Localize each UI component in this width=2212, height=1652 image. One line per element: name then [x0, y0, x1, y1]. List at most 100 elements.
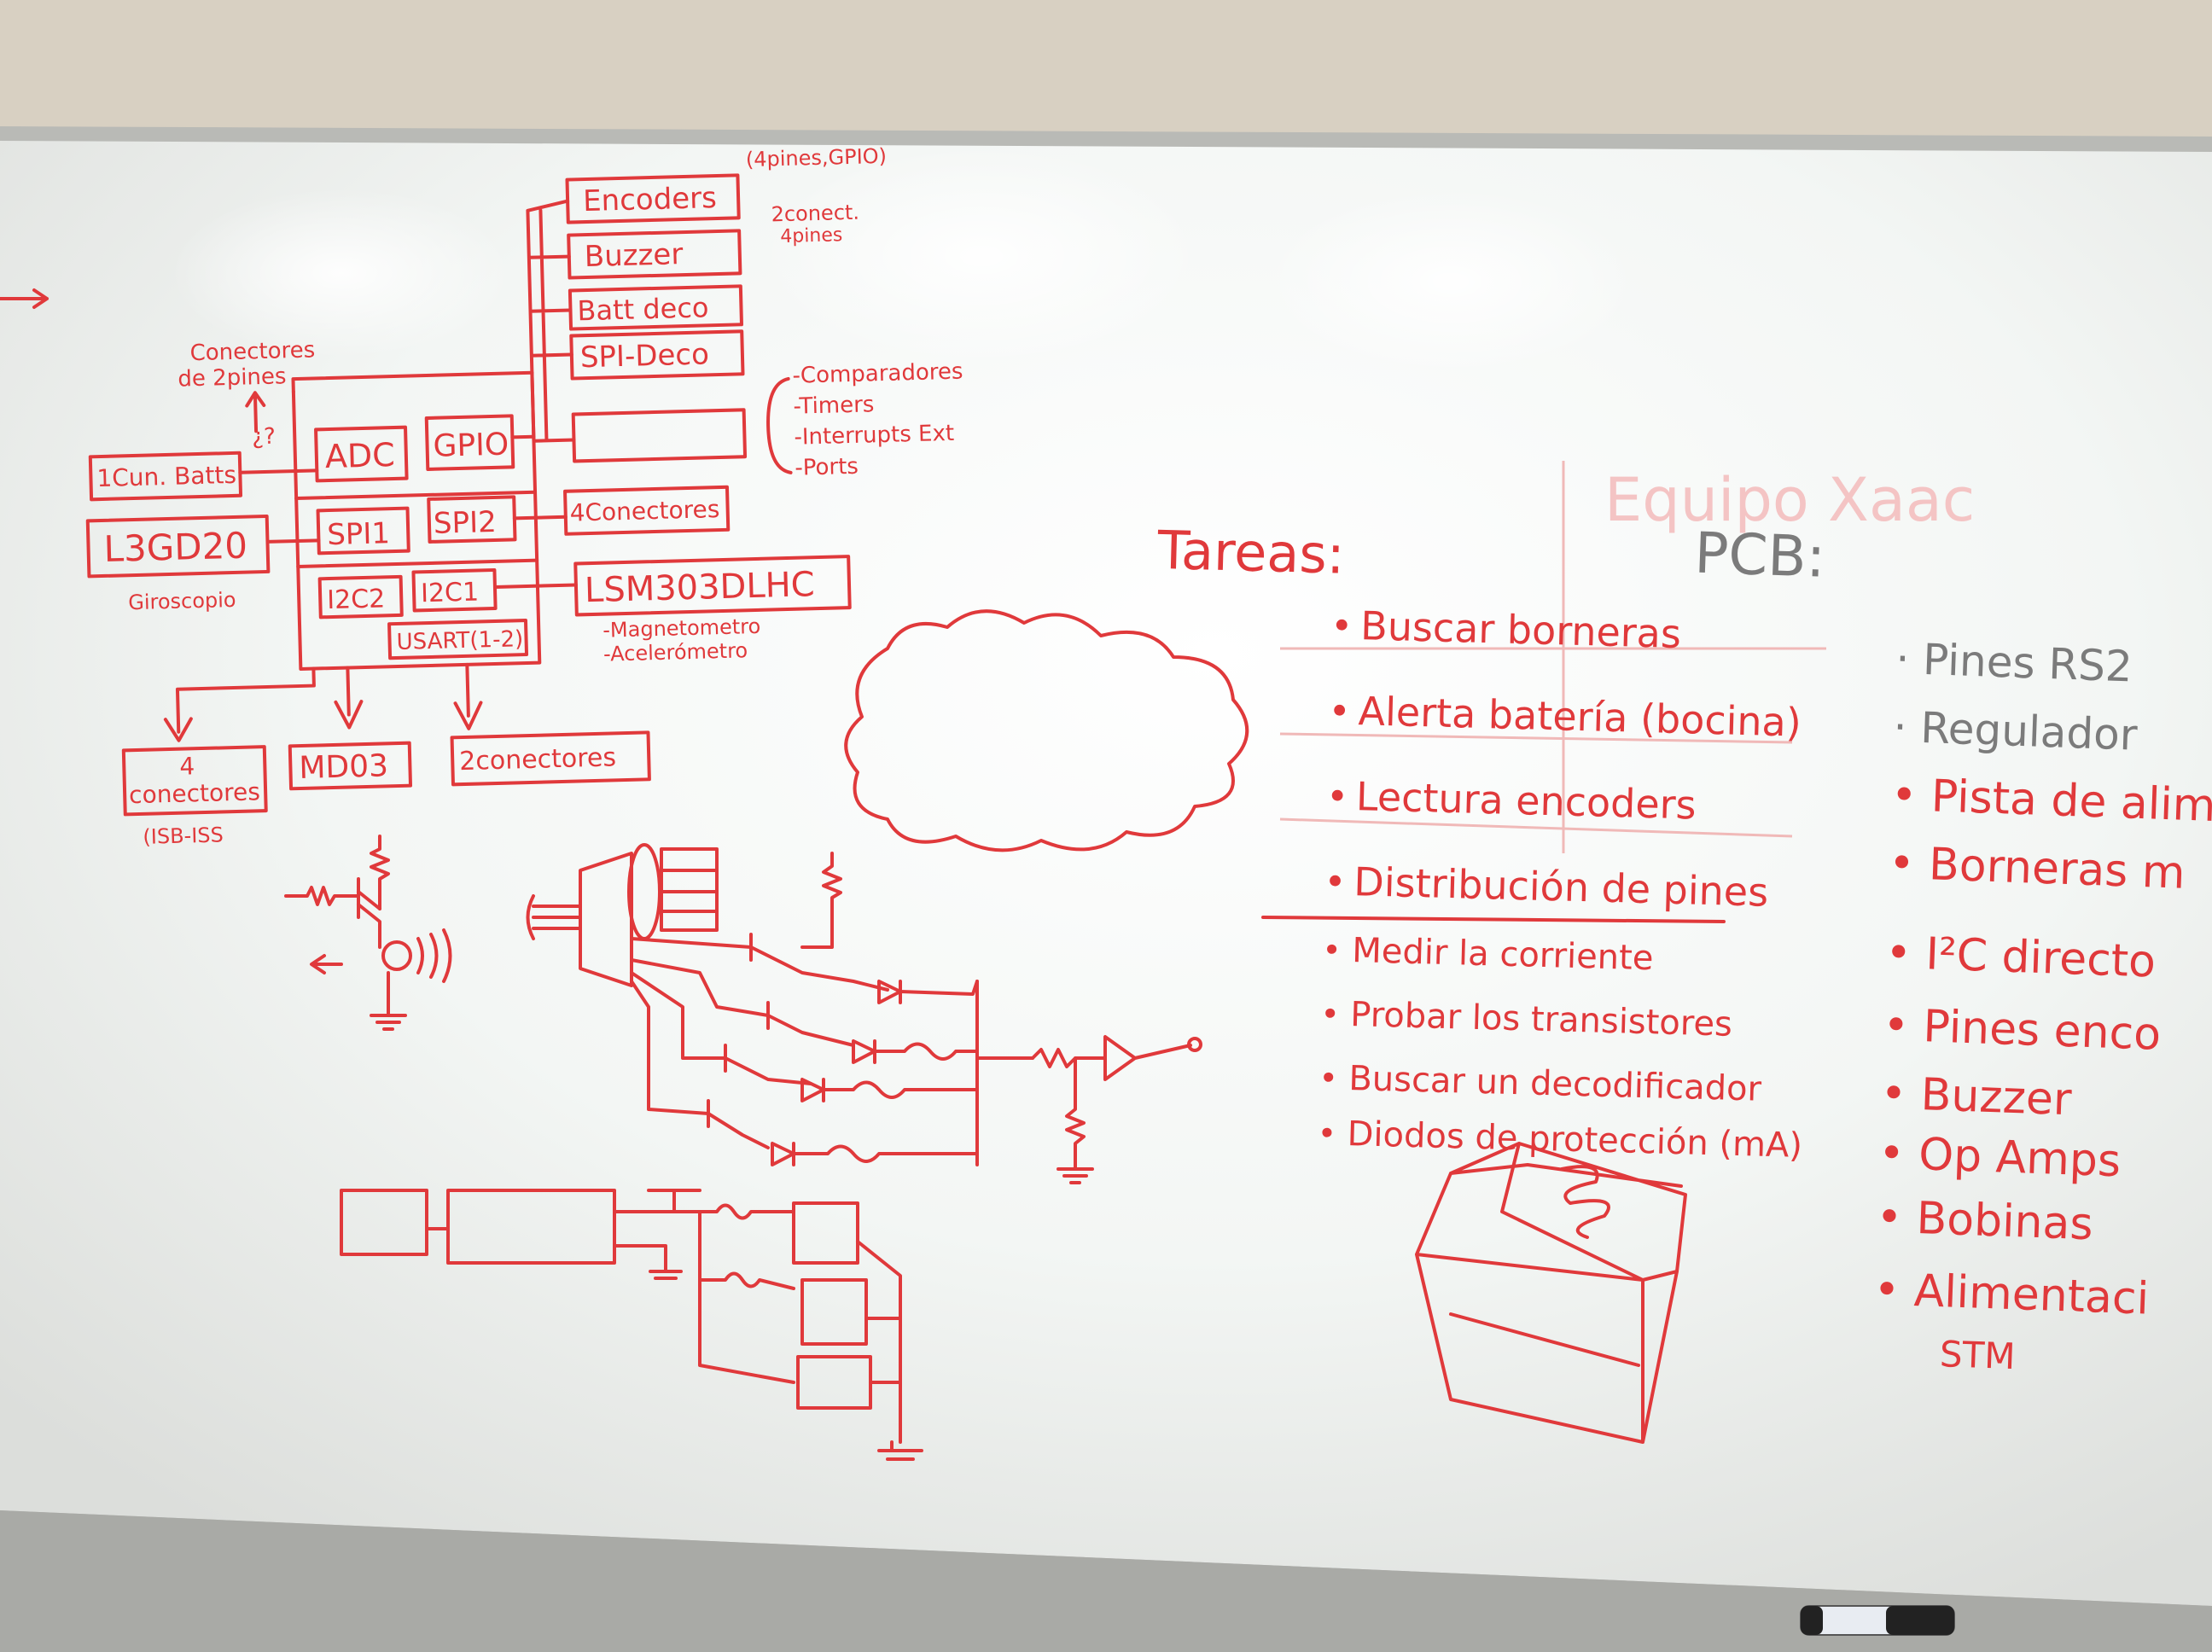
speaker-icon	[381, 940, 412, 971]
conectores-note: de 2pines	[178, 364, 287, 392]
spideco-label: SPI-Deco	[579, 337, 709, 375]
l3gd20-box	[85, 514, 271, 579]
pcb-item: • Alimentaci	[1873, 1264, 2150, 1324]
tarea-item: Lectura encoders	[1355, 773, 1697, 828]
cam1-box	[792, 1201, 859, 1265]
box-4conectores	[121, 745, 268, 817]
glare	[760, 145, 1203, 367]
link	[510, 434, 536, 439]
peripheral-label: -Interrupts Ext	[794, 421, 954, 451]
ground-icon	[1057, 1167, 1094, 1184]
spi2-label: SPI2	[433, 505, 497, 541]
supply-rail	[613, 1189, 795, 1384]
gpio-label: GPIO	[433, 427, 509, 463]
tarea-bullet: •	[1325, 775, 1348, 819]
ghost-stroke	[1279, 817, 1793, 838]
encoders-note: (4pines,GPIO)	[746, 144, 888, 172]
lsm-label: LSM303DLHC	[584, 565, 815, 610]
cloud-shape	[844, 609, 1249, 852]
ghost-title: Equipo Xaac	[1604, 465, 1975, 535]
glare	[1263, 188, 1639, 375]
tarea-item: Distribución de pines	[1353, 858, 1769, 916]
arrow	[310, 954, 343, 974]
acelerometro-label: -Acelerómetro	[603, 638, 748, 666]
arrow-down	[334, 666, 364, 730]
resistor	[370, 835, 390, 910]
block-diagram: Encoders (4pines,GPIO) 2conect. 4pines B…	[85, 144, 963, 849]
bus-line	[294, 490, 539, 569]
dos-conectores-box	[450, 730, 651, 787]
decoder-shape	[579, 852, 633, 987]
adc-label: ADC	[324, 436, 395, 475]
encoders-note: 4pines	[780, 224, 843, 247]
resistor	[1031, 1048, 1107, 1171]
encoders-note: 2conect.	[771, 201, 859, 227]
box-4conectores-note: (ISB-ISS	[143, 823, 224, 848]
ghost-stroke	[1279, 732, 1793, 744]
box-4conectores-label: conectores	[129, 777, 261, 809]
pcb-item: • Op Amps	[1877, 1127, 2122, 1187]
adc-box	[314, 425, 409, 483]
spi-table-lines	[660, 869, 719, 913]
batt-box	[340, 1189, 428, 1256]
box-4conectores-label: 4	[179, 752, 195, 780]
buffer-icon	[1103, 1035, 1192, 1081]
pcb-item: • Bobinas	[1876, 1191, 2094, 1250]
md03-label: MD03	[299, 748, 389, 786]
rail	[975, 980, 1034, 1166]
md03-box	[288, 741, 413, 791]
coil-sketch	[1560, 1165, 1610, 1239]
spi1-box	[316, 506, 410, 556]
tarea-bullet: •	[1322, 931, 1342, 969]
circuit-diagram	[284, 835, 1202, 1461]
pcb-item: • Borneras m	[1888, 838, 2186, 899]
usart-box	[387, 619, 529, 660]
sound-waves	[416, 928, 452, 983]
arrow	[245, 391, 266, 433]
pcb-item: STM	[1939, 1333, 2016, 1377]
peripherals-box	[571, 408, 748, 463]
ground-icon	[370, 971, 407, 1031]
node	[1187, 1037, 1202, 1052]
pcb-title: PCB:	[1693, 521, 1826, 590]
pcb-item: • Pista de alim	[1890, 770, 2212, 832]
link	[512, 515, 568, 521]
link	[238, 468, 319, 474]
magnetometro-label: -Magnetometro	[602, 614, 761, 643]
usart-label: USART(1-2)	[396, 626, 523, 655]
pcb-item-gray: · Pines RS2	[1895, 634, 2133, 692]
arrow-down	[163, 666, 316, 742]
i2c1-box	[411, 567, 498, 613]
tarea-bullet: •	[1328, 689, 1351, 734]
i2c2-label: I2C2	[327, 584, 386, 615]
diode-icon	[800, 1078, 979, 1102]
ground-rail	[856, 1240, 923, 1461]
peripheral-label: -Comparadores	[792, 359, 963, 389]
tarea-bullet: •	[1317, 1114, 1337, 1153]
link	[492, 583, 578, 589]
marker-icon	[1800, 1605, 1955, 1636]
peripheral-label: -Timers	[793, 392, 875, 419]
cuatro-conectores-box	[563, 485, 731, 536]
bracket	[766, 376, 793, 474]
pcb-item: • Buzzer	[1880, 1068, 2073, 1126]
battdeco-label: Batt deco	[577, 291, 709, 327]
spi1-label: SPI1	[327, 516, 391, 552]
diode-icon	[771, 1142, 979, 1166]
tarea-bullet: •	[1324, 860, 1347, 905]
pcb-list: PCB: · Pines RS2· Regulador• Pista de al…	[1693, 521, 2212, 1378]
arrow-down	[453, 662, 483, 730]
tareas-title: Tareas:	[1156, 519, 1346, 586]
tarea-item: Medir la corriente	[1352, 931, 1654, 978]
transistor-ladder	[630, 933, 889, 1149]
edge-arrow-icon	[0, 288, 49, 309]
tarea-bullet: •	[1320, 995, 1341, 1033]
box-sketch	[1415, 1142, 1687, 1444]
tareas-list: Tareas: •Buscar borneras•Alerta batería …	[1156, 519, 1803, 1166]
resistor	[800, 852, 842, 949]
resistor	[284, 877, 381, 949]
divider	[1261, 916, 1726, 923]
pcb-item: • I²C directo	[1884, 928, 2157, 988]
glare	[171, 188, 512, 358]
link	[265, 538, 321, 544]
